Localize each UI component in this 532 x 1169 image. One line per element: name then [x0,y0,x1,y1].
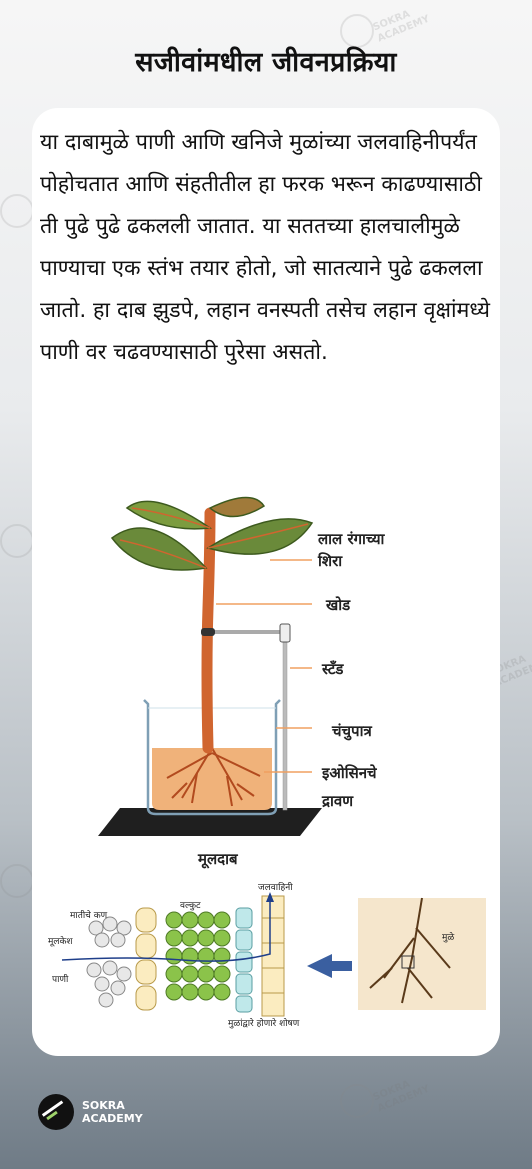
label-water: पाणी [52,973,69,985]
leader-lines [216,559,312,773]
leaf-top [208,496,266,518]
label-roots: मुळे [442,931,454,943]
page-title: सजीवांमधील जीवनप्रक्रिया [135,47,397,78]
label-stand: स्टँड [321,660,344,678]
soil-particles [86,916,132,1008]
leaf-left [110,527,208,571]
label-red-veins-2: शिरा [317,552,343,570]
beaker [143,699,281,816]
label-eosin-2: द्रावण [321,792,354,810]
watermark-logo-icon [0,864,34,898]
label-absorption: मुळांद्वारे होणारे शोषण [228,1017,300,1029]
cortex-cells [165,911,231,1001]
label-beaker: चंचुपात्र [331,722,372,741]
soil-panel [358,898,486,1010]
flow-arrowhead [266,892,274,902]
stem-cut [201,628,215,636]
base-plate [98,808,322,836]
body-paragraph: या दाबामुळे पाणी आणि खनिजे मुळांच्या जलव… [40,130,490,365]
stand-rod [282,629,288,811]
label-root-hair: मूलकेश [48,935,73,947]
water-flow-arrow [61,898,271,962]
label-soil-particles: मातीचे कण [70,909,108,921]
endodermis-cells [235,907,253,1013]
root-pressure-figure: लाल रंगाच्या शिरा खोड स्टँड चंचुपात्र इओ… [48,496,486,1029]
watermark-logo-icon [0,194,34,228]
root-absorption-figure: मातीचे कण मूलकेश पाणी वल्कुट जलवाहिनी मु… [48,881,486,1029]
stand-clamp [279,623,291,643]
brand-line-2: ACADEMY [82,1112,143,1125]
zoom-arrow-icon [307,954,352,978]
label-stem: खोड [325,596,351,614]
label-cortex: वल्कुट [180,901,201,911]
root-hair-cells [135,907,157,1011]
brand-line-1: SOKRA [82,1099,125,1112]
brand: SOKRA ACADEMY [38,1094,143,1130]
figure1-caption: मूलदाब [197,850,239,869]
label-eosin: इओसिनचे [321,764,378,782]
stand-arm [212,630,284,634]
zoom-box [401,955,415,969]
roots [166,747,261,807]
roots-diagram [369,897,451,1004]
watermark-logo-icon [0,524,34,558]
watermark-logo-icon [340,14,374,48]
label-xylem: जलवाहिनी [258,881,293,893]
sokra-logo-icon [38,1094,74,1130]
stem [201,507,216,754]
content-card: या दाबामुळे पाणी आणि खनिजे मुळांच्या जलव… [32,108,500,1056]
eosin-liquid [152,748,272,810]
brand-text: SOKRA ACADEMY [82,1099,143,1125]
leaf-veins [119,507,309,569]
xylem-vessel [261,895,285,1017]
label-red-veins: लाल रंगाच्या [317,530,386,548]
watermark-logo-icon [340,1084,374,1118]
